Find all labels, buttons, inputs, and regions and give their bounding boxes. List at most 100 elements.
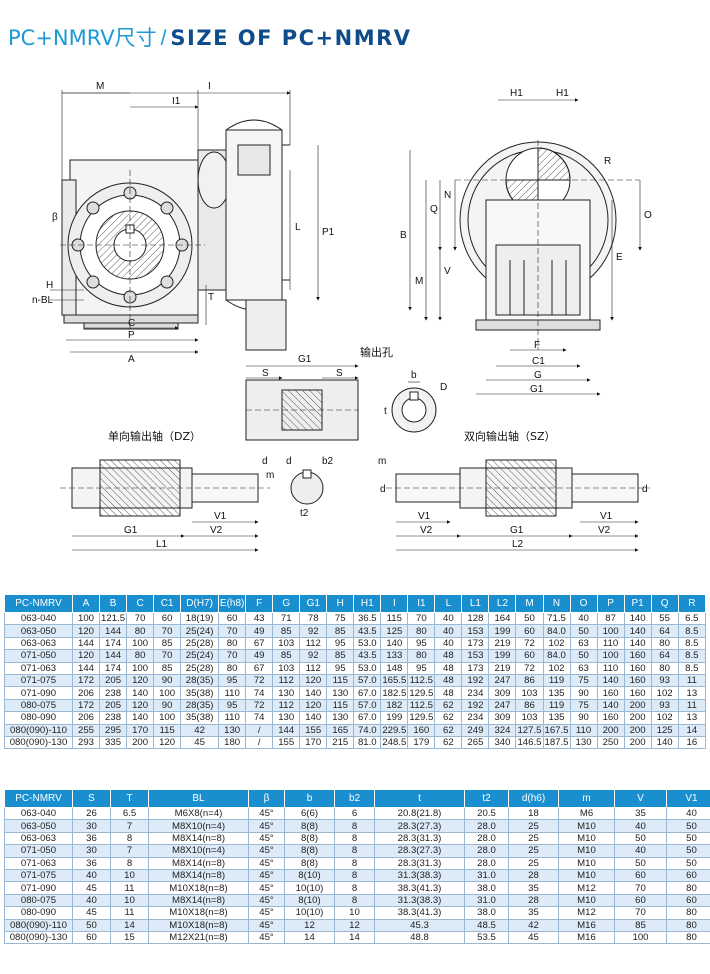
table-cell: 234 <box>461 711 490 725</box>
table-cell: 72 <box>515 661 544 675</box>
table-cell: 6.5 <box>677 611 707 626</box>
table-cell: 13 <box>677 686 707 700</box>
table-cell: 140 <box>299 686 328 700</box>
table-cell: 45° <box>248 819 285 833</box>
dz-labels: d m d b2 t2 V1 V2 G1 L1 <box>124 456 334 550</box>
column-header: D(H7) <box>180 594 220 613</box>
table-cell: 148 <box>380 661 409 675</box>
table-cell: 92 <box>299 649 328 663</box>
dim-S-left: S <box>262 368 269 379</box>
dim-m-sz: m <box>378 456 386 467</box>
table-cell: 72 <box>515 636 544 651</box>
table-cell: 215 <box>326 735 355 750</box>
table-cell: 115 <box>326 673 355 688</box>
table-cell: 6 <box>334 806 375 821</box>
column-header: H <box>326 594 355 613</box>
table-cell: 90 <box>569 686 598 700</box>
table-cell: 63 <box>569 636 598 651</box>
dim-V1-sz-right: V1 <box>600 511 613 522</box>
column-header: N <box>542 594 571 613</box>
table-cell: 50 <box>72 918 111 932</box>
table-cell: 160 <box>623 686 652 700</box>
table-cell: 153 <box>461 624 490 638</box>
dim-D: D <box>440 382 447 393</box>
dim-b: b <box>411 370 417 381</box>
table-cell: 182 <box>380 698 409 713</box>
table-cell: / <box>245 723 274 737</box>
column-header: I1 <box>407 594 436 613</box>
dim-O: O <box>644 210 652 221</box>
front-view-labels: M I I1 β H n-BL T C P A L P1 <box>32 81 335 365</box>
table-cell: 80 <box>407 624 436 638</box>
column-header: P <box>596 594 625 613</box>
table-cell: 64 <box>650 624 679 638</box>
table-cell: 95 <box>218 698 247 713</box>
dim-H: H <box>46 280 53 291</box>
table-cell: 40 <box>434 624 463 638</box>
table-cell: 75 <box>569 673 598 688</box>
table-cell: 100 <box>614 930 667 945</box>
dim-G1-side: G1 <box>530 384 544 395</box>
table-cell: 199 <box>380 711 409 725</box>
table-cell: 93 <box>650 673 679 688</box>
dim-C: C <box>128 318 135 329</box>
table-cell: 30 <box>72 819 111 833</box>
table-cell: 20.5 <box>464 806 509 821</box>
table-cell: 45° <box>248 893 285 908</box>
table-cell: 26 <box>72 806 111 821</box>
table-cell: 140 <box>623 636 652 651</box>
table-cell: 40 <box>614 819 667 833</box>
column-header: L1 <box>461 594 490 613</box>
dim-E: E <box>616 252 623 263</box>
table-cell: 12 <box>284 918 335 932</box>
table-cell: 205 <box>99 673 128 688</box>
dz-shaft-view <box>60 459 324 552</box>
table-cell: 36 <box>72 856 111 870</box>
table-cell: 28.0 <box>464 831 509 846</box>
table-cell: 110 <box>569 723 598 737</box>
table-cell: 129.5 <box>407 686 436 700</box>
table-cell: 309 <box>488 711 517 725</box>
table-cell: 080-075 <box>4 893 73 908</box>
dim-V2-sz-left: V2 <box>420 525 433 536</box>
column-header: P1 <box>623 594 652 613</box>
dim-S-right: S <box>336 368 343 379</box>
table-cell: 200 <box>126 735 155 750</box>
table-cell: 165 <box>326 723 355 737</box>
column-header: t2 <box>464 789 509 808</box>
table-cell: 11 <box>110 906 149 920</box>
table-cell: 309 <box>488 686 517 700</box>
table-cell: 324 <box>488 723 517 737</box>
table-cell: 071-075 <box>4 868 73 883</box>
table-cell: 170 <box>299 735 328 750</box>
table-cell: 40 <box>666 806 710 821</box>
table-cell: M8X14(n=8) <box>148 868 249 883</box>
table-cell: 50 <box>666 831 710 846</box>
output-hole-label: 输出孔 <box>360 345 393 359</box>
table-cell: 174 <box>99 636 128 651</box>
table-cell: 28.3(27.3) <box>374 844 465 858</box>
table-cell: 55 <box>650 611 679 626</box>
column-header: O <box>569 594 598 613</box>
table-cell: 071-063 <box>4 661 73 675</box>
front-view <box>50 90 320 354</box>
table-cell: 48 <box>434 661 463 675</box>
table-cell: 67.0 <box>353 686 382 700</box>
table-cell: 144 <box>71 661 101 675</box>
table-cell: 86 <box>515 698 544 713</box>
table-cell: 234 <box>461 686 490 700</box>
table-cell: 110 <box>218 686 247 700</box>
table-cell: 170 <box>126 723 155 737</box>
table-cell: 102 <box>650 711 679 725</box>
table-cell: 50 <box>666 844 710 858</box>
table-cell: 063-040 <box>4 611 73 626</box>
table-cell: 140 <box>126 686 155 700</box>
table-cell: 28 <box>508 868 559 883</box>
